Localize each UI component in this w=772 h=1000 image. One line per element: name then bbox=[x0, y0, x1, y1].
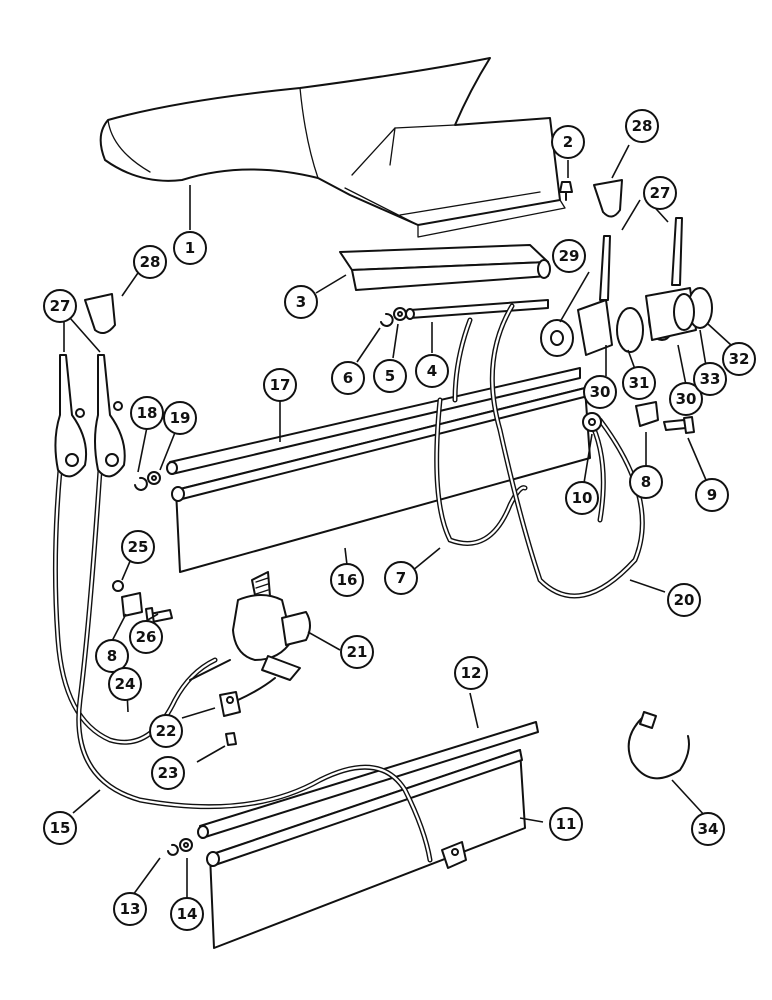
svg-text:22: 22 bbox=[156, 722, 177, 740]
svg-text:32: 32 bbox=[729, 350, 750, 368]
callout-27-right: 27 bbox=[643, 176, 677, 210]
svg-text:30: 30 bbox=[676, 390, 697, 408]
callout-19: 19 bbox=[163, 401, 197, 435]
part-drum-assembly bbox=[540, 217, 713, 357]
callout-2: 2 bbox=[551, 125, 585, 159]
callout-1: 1 bbox=[173, 231, 207, 265]
callout-21: 21 bbox=[340, 635, 374, 669]
svg-text:15: 15 bbox=[50, 819, 71, 837]
callout-24: 24 bbox=[108, 667, 142, 701]
callout-10: 10 bbox=[565, 481, 599, 515]
svg-text:31: 31 bbox=[629, 374, 650, 392]
callout-31: 31 bbox=[622, 366, 656, 400]
svg-text:34: 34 bbox=[698, 820, 719, 838]
callout-28-right: 28 bbox=[625, 109, 659, 143]
part-washers-5-6 bbox=[380, 307, 407, 327]
callout-8-right: 8 bbox=[629, 465, 663, 499]
part-clamp-34 bbox=[627, 711, 690, 780]
callout-30-left: 30 bbox=[583, 375, 617, 409]
svg-text:20: 20 bbox=[674, 591, 695, 609]
callout-12: 12 bbox=[454, 656, 488, 690]
svg-text:5: 5 bbox=[385, 367, 395, 385]
svg-text:14: 14 bbox=[177, 905, 198, 923]
callout-8-left: 8 bbox=[95, 639, 129, 673]
svg-text:27: 27 bbox=[50, 297, 71, 315]
svg-text:17: 17 bbox=[270, 376, 291, 394]
svg-text:33: 33 bbox=[700, 370, 721, 388]
callout-4: 4 bbox=[415, 354, 449, 388]
svg-text:19: 19 bbox=[170, 409, 191, 427]
callout-17: 17 bbox=[263, 368, 297, 402]
callout-5: 5 bbox=[373, 359, 407, 393]
part-levers-left bbox=[54, 354, 126, 478]
callout-18: 18 bbox=[130, 396, 164, 430]
callout-27-left: 27 bbox=[43, 289, 77, 323]
svg-text:18: 18 bbox=[137, 404, 158, 422]
callout-34: 34 bbox=[691, 812, 725, 846]
part-panel-11 bbox=[197, 721, 539, 949]
callout-14: 14 bbox=[170, 897, 204, 931]
svg-text:30: 30 bbox=[590, 383, 611, 401]
svg-text:26: 26 bbox=[136, 628, 157, 646]
svg-text:28: 28 bbox=[140, 253, 161, 271]
callout-29: 29 bbox=[552, 239, 586, 273]
part-screw-2 bbox=[559, 181, 573, 201]
callout-11: 11 bbox=[549, 807, 583, 841]
callouts: 1 2 3 4 5 6 7 8 8 9 10 11 12 13 14 15 16… bbox=[43, 109, 756, 931]
callout-22: 22 bbox=[149, 714, 183, 748]
callout-6: 6 bbox=[331, 361, 365, 395]
svg-text:8: 8 bbox=[107, 647, 117, 665]
callout-30-right: 30 bbox=[669, 382, 703, 416]
callout-9: 9 bbox=[695, 478, 729, 512]
svg-text:16: 16 bbox=[337, 571, 358, 589]
svg-text:4: 4 bbox=[427, 362, 437, 380]
part-panel-16 bbox=[166, 367, 591, 573]
part-valve-21 bbox=[232, 571, 311, 681]
callout-13: 13 bbox=[113, 892, 147, 926]
svg-text:27: 27 bbox=[650, 184, 671, 202]
part-plate bbox=[339, 244, 551, 291]
part-rod bbox=[405, 299, 549, 320]
callout-3: 3 bbox=[284, 285, 318, 319]
part-nut-10 bbox=[582, 412, 602, 432]
part-clips-18-19 bbox=[134, 471, 161, 491]
callout-7: 7 bbox=[384, 561, 418, 595]
svg-text:13: 13 bbox=[120, 900, 141, 918]
svg-text:7: 7 bbox=[396, 569, 406, 587]
svg-text:21: 21 bbox=[347, 643, 368, 661]
svg-text:1: 1 bbox=[185, 239, 195, 257]
cables bbox=[52, 303, 645, 863]
svg-text:12: 12 bbox=[461, 664, 482, 682]
svg-text:3: 3 bbox=[296, 293, 306, 311]
svg-text:23: 23 bbox=[158, 764, 179, 782]
svg-text:2: 2 bbox=[563, 133, 573, 151]
part-knob-left bbox=[84, 293, 116, 335]
part-bracket-right bbox=[635, 401, 695, 434]
svg-text:25: 25 bbox=[128, 538, 149, 556]
svg-text:29: 29 bbox=[559, 247, 580, 265]
callout-33: 33 bbox=[693, 362, 727, 396]
svg-text:28: 28 bbox=[632, 117, 653, 135]
svg-text:10: 10 bbox=[572, 489, 593, 507]
callout-28-left: 28 bbox=[133, 245, 167, 279]
svg-text:11: 11 bbox=[556, 815, 577, 833]
part-knob-right bbox=[593, 179, 623, 218]
part-fitting-22 bbox=[189, 659, 276, 746]
callout-32: 32 bbox=[722, 342, 756, 376]
part-bracket-left bbox=[112, 580, 173, 626]
svg-text:9: 9 bbox=[707, 486, 717, 504]
callout-20: 20 bbox=[667, 583, 701, 617]
part-clips-13-14 bbox=[167, 838, 193, 856]
callout-23: 23 bbox=[151, 756, 185, 790]
svg-text:24: 24 bbox=[115, 675, 136, 693]
part-cover bbox=[99, 57, 566, 238]
callout-15: 15 bbox=[43, 811, 77, 845]
callout-25: 25 bbox=[121, 530, 155, 564]
svg-text:8: 8 bbox=[641, 473, 651, 491]
svg-text:6: 6 bbox=[343, 369, 353, 387]
callout-16: 16 bbox=[330, 563, 364, 597]
callout-26: 26 bbox=[129, 620, 163, 654]
